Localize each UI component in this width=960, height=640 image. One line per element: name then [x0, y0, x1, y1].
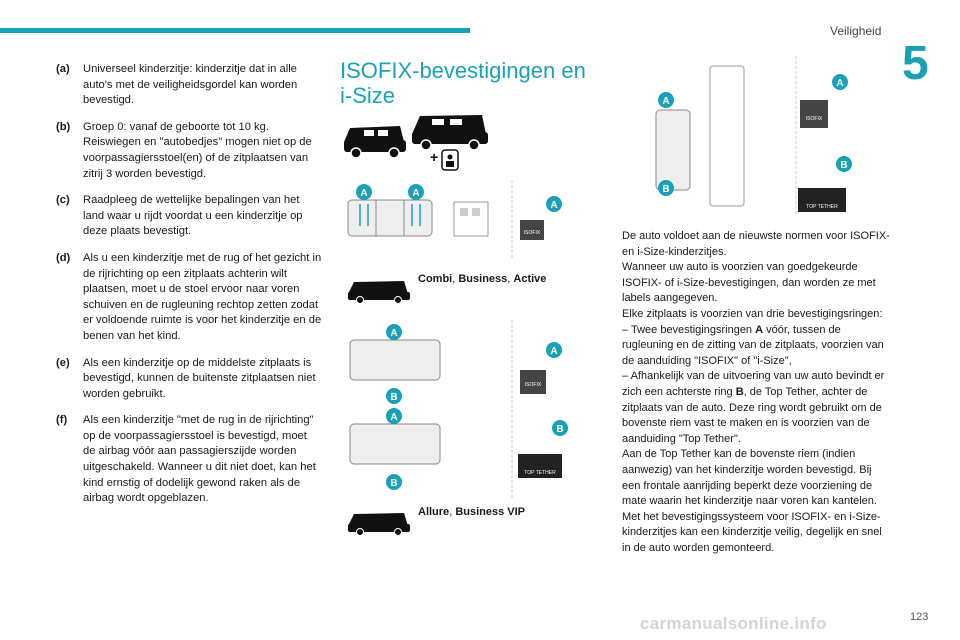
svg-text:ISOFIX: ISOFIX [525, 382, 542, 388]
svg-text:A: A [390, 328, 397, 339]
chapter-number: 5 [902, 37, 929, 90]
ring-a-marker [408, 184, 424, 200]
section-label: Veiligheid [830, 24, 882, 38]
definition-item: (a)Universeel kinderzitje: kinderzitje d… [56, 63, 298, 107]
svg-text:A: A [412, 188, 419, 199]
definition-item: (d)Als u een kinderzitje met de rug of h… [56, 251, 322, 342]
van-icon [348, 281, 410, 304]
svg-text:A: A [836, 78, 843, 89]
svg-text:A: A [360, 188, 367, 199]
definition-item: (b)Groep 0: vanaf de geboorte tot 10 kg.… [56, 120, 312, 180]
definition-item: (c)Raadpleeg de wettelijke bepalingen va… [56, 194, 303, 238]
svg-text:+: + [430, 149, 438, 165]
definitions-list: (a)Universeel kinderzitje: kinderzitje d… [56, 62, 322, 518]
paragraph: Wanneer uw auto is voorzien van goedgeke… [622, 261, 876, 305]
page-number: 123 [910, 611, 929, 623]
svg-text:TOP TETHER: TOP TETHER [524, 470, 556, 476]
ring-b-marker [386, 474, 402, 490]
top-tether-label-icon [798, 188, 846, 212]
ring-b-marker [386, 388, 402, 404]
svg-text:ISOFIX: ISOFIX [524, 230, 541, 236]
seat-layout-diagram [709, 65, 745, 207]
svg-text:A: A [662, 96, 669, 107]
svg-text:A: A [390, 412, 397, 423]
definition-item: (f)Als een kinderzitje "met de rug in de… [56, 414, 316, 505]
child-seat-icon [441, 149, 459, 171]
svg-text:B: B [840, 160, 847, 171]
caption-combi-business-active: Combi, Business, Active [418, 273, 547, 285]
svg-text:B: B [556, 424, 563, 435]
caption-allure-business-vip: Allure, Business VIP [418, 506, 526, 518]
paragraph: De auto voldoet aan de nieuwste normen v… [622, 230, 890, 258]
svg-text:ISOFIX: ISOFIX [806, 116, 823, 122]
ring-a-marker [356, 184, 372, 200]
ring-a-marker [832, 74, 848, 90]
seat-layout-diagram [453, 201, 489, 237]
isofix-bench-figure-2: A B A B A ISOFIX B TOP TETHER [349, 320, 568, 500]
bullet-item: – Afhankelijk van de uitvoering van uw a… [622, 370, 885, 445]
section-title: ISOFIX-bevestigingen en i-Size [340, 58, 586, 108]
van-icon [348, 513, 410, 536]
ring-a-marker [386, 324, 402, 340]
paragraph: Aan de Top Tether kan de bovenste riem (… [622, 448, 877, 508]
paragraph: Met het bevestigingssysteem voor ISOFIX-… [622, 510, 882, 554]
ring-b-marker [658, 180, 674, 196]
isofix-label-icon [520, 370, 546, 394]
ring-a-marker [546, 342, 562, 358]
paragraph: Elke zitplaats is voorzien van drie beve… [622, 307, 883, 320]
ring-a-marker [386, 408, 402, 424]
isofix-seat-figure: A B A ISOFIX B TOP TETHER [655, 56, 852, 216]
svg-text:A: A [550, 346, 557, 357]
svg-text:B: B [390, 478, 397, 489]
body-text: De auto voldoet aan de nieuwste normen v… [622, 229, 892, 556]
top-tether-label-icon [518, 454, 562, 478]
isofix-label-icon [520, 220, 544, 240]
ring-b-marker [552, 420, 568, 436]
definition-item: (e)Als een kinderzitje op de middelste z… [56, 356, 316, 400]
van-models-illustration: + [344, 115, 488, 171]
ring-a-marker [546, 196, 562, 212]
watermark: carmanualsonline.info [640, 614, 827, 633]
bullet-item: – Twee bevestigingsringen A vóór, tussen… [622, 323, 884, 367]
isofix-label-icon [800, 100, 828, 128]
svg-text:A: A [550, 200, 557, 211]
ring-a-marker [658, 92, 674, 108]
svg-text:TOP TETHER: TOP TETHER [806, 204, 838, 210]
isofix-bench-figure-1: A A A ISOFIX [347, 180, 562, 260]
van-icon [344, 126, 406, 159]
svg-text:B: B [390, 392, 397, 403]
van-icon [412, 115, 488, 151]
ring-b-marker [836, 156, 852, 172]
header-accent-bar [0, 28, 470, 33]
svg-text:B: B [662, 184, 669, 195]
